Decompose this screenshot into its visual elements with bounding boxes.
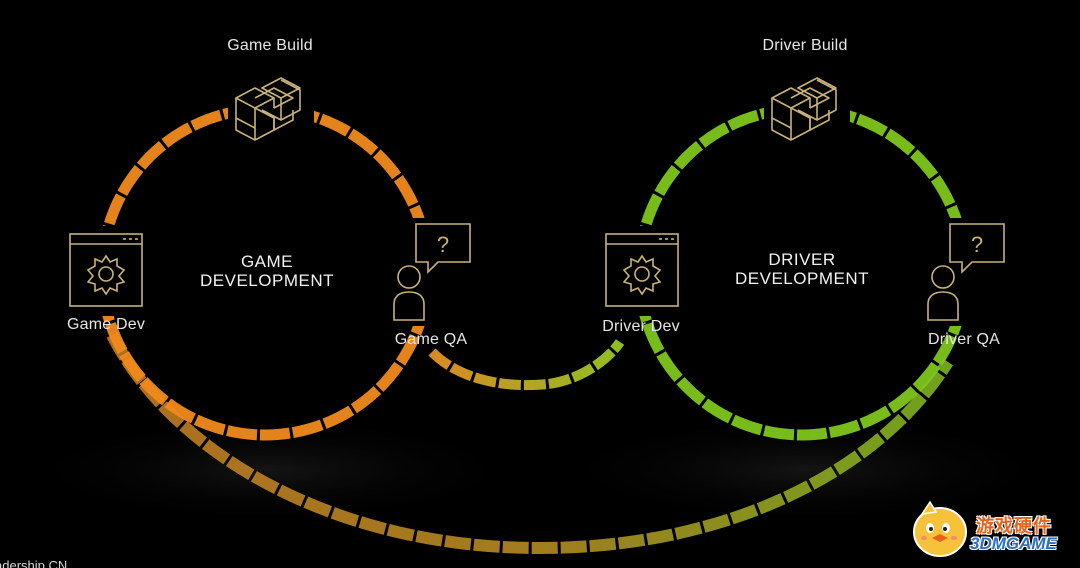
chick-mascot-icon <box>913 500 967 557</box>
game-build-label: Game Build <box>227 37 313 54</box>
driver-dev-label: Driver Dev <box>602 318 680 335</box>
cubes-icon <box>771 77 837 141</box>
question-mark: ? <box>971 232 983 257</box>
gear-window-icon <box>605 233 679 307</box>
title-line: DEVELOPMENT <box>200 271 334 290</box>
question-mark: ? <box>437 232 449 257</box>
watermark-en-text: 3DMGAME <box>970 534 1057 553</box>
watermark: 游戏硬件 3DMGAME <box>908 498 1068 560</box>
footer-text: adership CN <box>0 558 68 568</box>
qa-person-icon <box>927 223 1005 321</box>
release-arc <box>106 332 954 555</box>
driver-development-title: DRIVER DEVELOPMENT <box>735 250 869 288</box>
gear-window-icon <box>69 233 143 307</box>
qa-person-icon <box>393 223 471 321</box>
watermark-cn-text: 游戏硬件 <box>976 516 1052 536</box>
title-line: DEVELOPMENT <box>735 269 869 288</box>
game-development-title: GAME DEVELOPMENT <box>200 252 334 290</box>
driver-build-label: Driver Build <box>762 37 848 54</box>
cubes-icon <box>235 77 301 141</box>
game-qa-label: Game QA <box>394 331 468 348</box>
game-dev-label: Game Dev <box>66 316 146 333</box>
driver-qa-label: Driver QA <box>927 331 1001 348</box>
bridge-arc <box>428 339 625 391</box>
title-line: DRIVER <box>768 250 836 269</box>
title-line: GAME <box>240 252 294 271</box>
